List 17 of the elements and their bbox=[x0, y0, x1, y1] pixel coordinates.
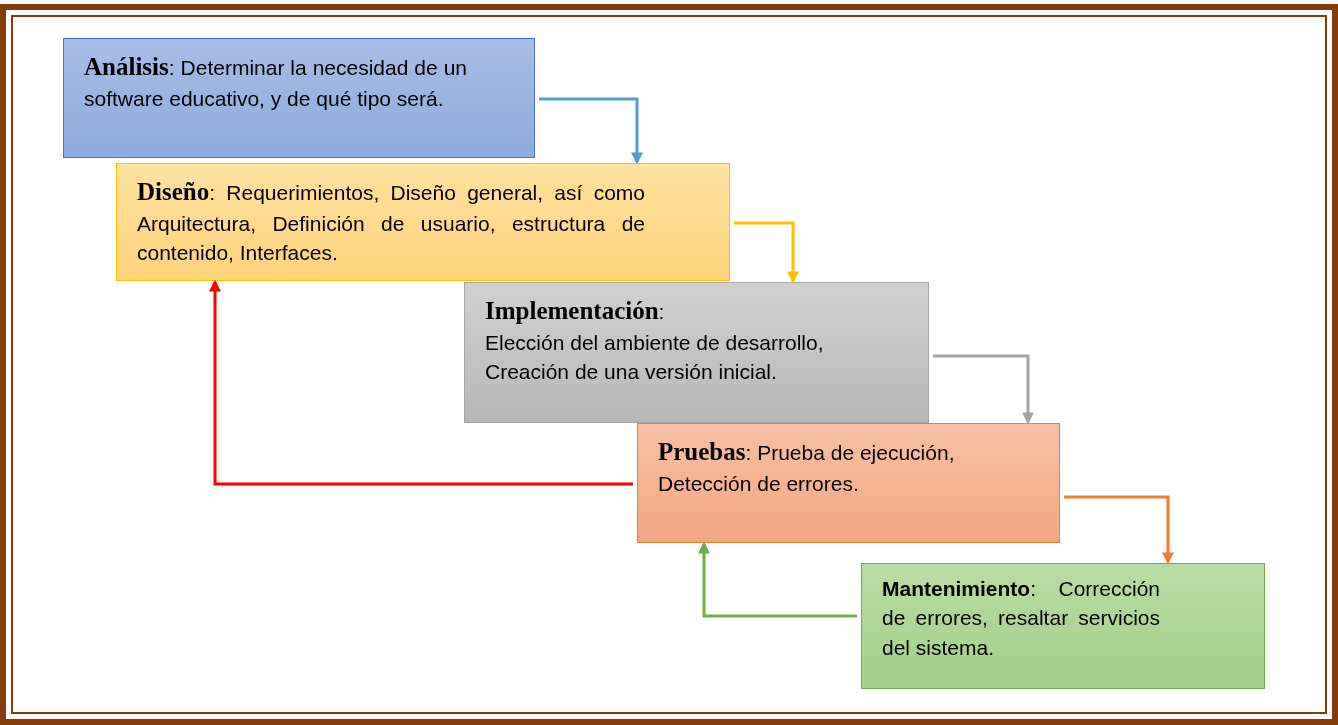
arrow bbox=[698, 541, 857, 618]
arrow bbox=[1064, 495, 1174, 565]
arrow bbox=[539, 97, 643, 165]
phase-box bbox=[116, 163, 730, 281]
phase-description: Diseño: Requerimientos, Diseño general, así como Arquitectura, Definición de usuario, estructura de contenido, Interfaces. bbox=[137, 177, 645, 267]
phase-description: Implementación: bbox=[485, 296, 666, 326]
phase-description: Elección del ambiente de desarrollo, Creación de una versión inicial. bbox=[485, 330, 825, 386]
phase-box bbox=[464, 282, 929, 423]
phase-description: Pruebas: Prueba de ejecución, Detección de errores. bbox=[658, 437, 956, 497]
arrow bbox=[209, 279, 633, 486]
phase-box bbox=[637, 423, 1060, 543]
arrow bbox=[933, 354, 1034, 425]
phase-box bbox=[63, 38, 535, 158]
arrow bbox=[734, 221, 799, 284]
phase-box bbox=[861, 563, 1265, 689]
phase-description: Mantenimiento: Corrección de errores, resaltar servicios del sistema. bbox=[882, 576, 1160, 661]
phase-description: Análisis: Determinar la necesidad de un software educativo, y de qué tipo será. bbox=[84, 52, 467, 112]
